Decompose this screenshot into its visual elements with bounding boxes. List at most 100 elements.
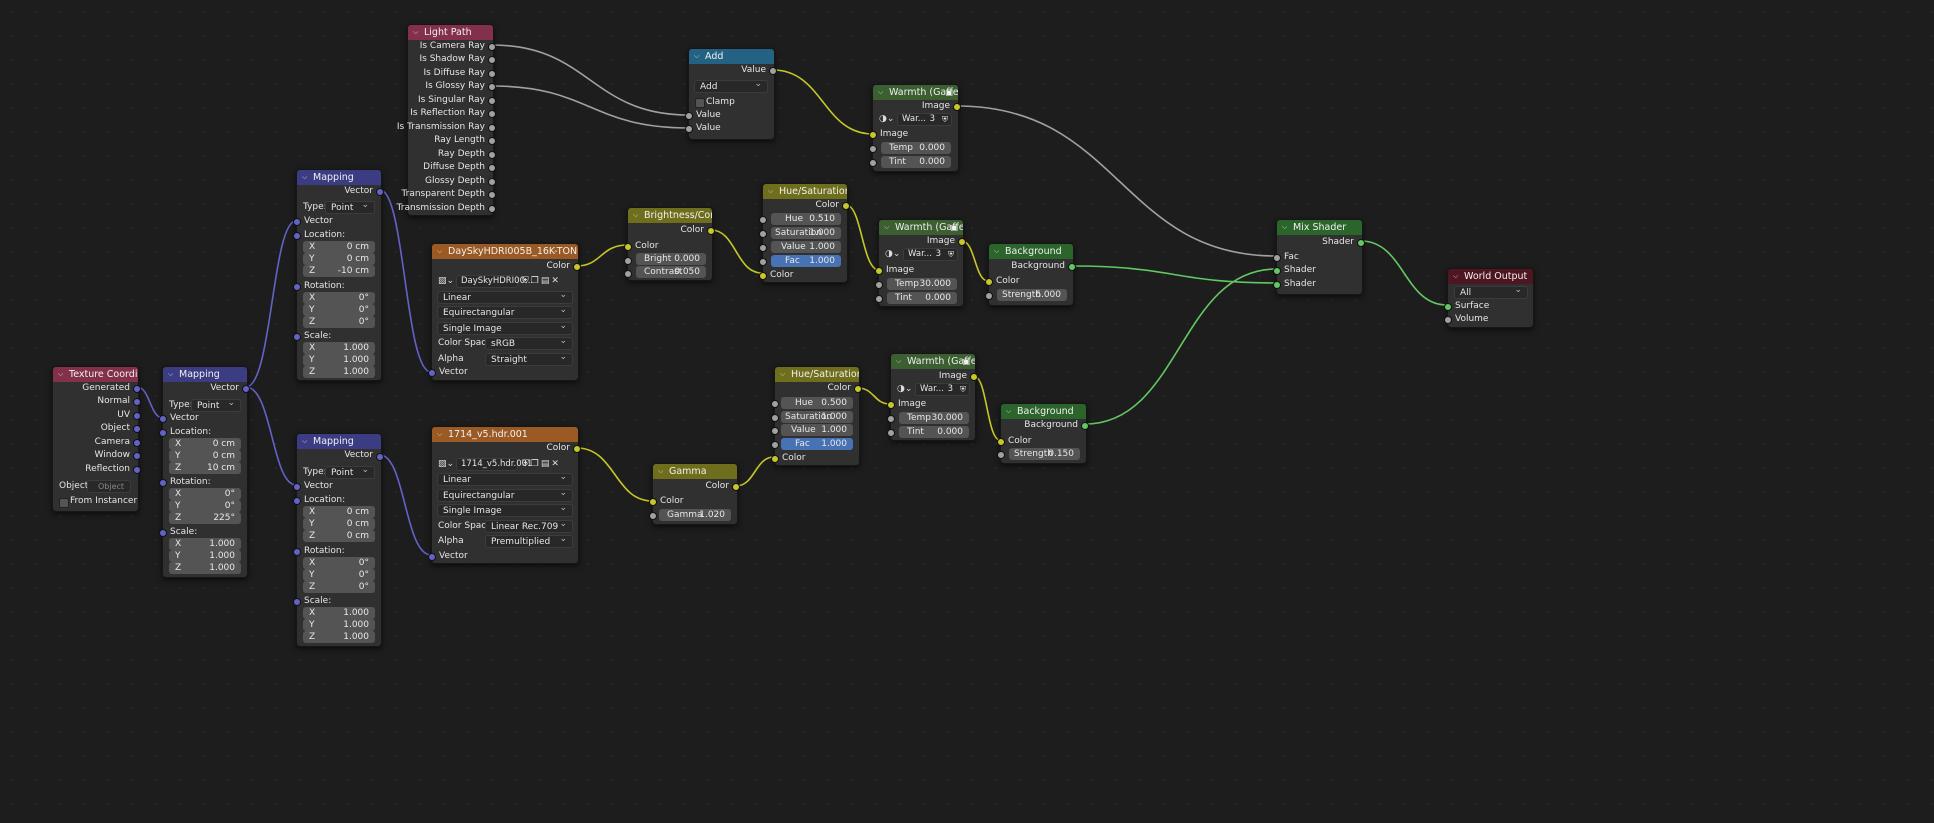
fake-user-icon[interactable]: ⛨ bbox=[948, 250, 954, 259]
socket[interactable] bbox=[685, 125, 693, 133]
socket[interactable] bbox=[133, 385, 141, 393]
mix-shader-node[interactable]: ⌵Mix Shader Shader Fac Shader Shader bbox=[1273, 219, 1365, 295]
socket[interactable] bbox=[293, 232, 301, 240]
socket[interactable] bbox=[1444, 303, 1452, 311]
collapse-icon[interactable]: ⌵ bbox=[302, 173, 308, 181]
socket[interactable] bbox=[133, 466, 141, 474]
node-header[interactable]: ⌵Mix Shader bbox=[1277, 220, 1362, 235]
environment-texture-node-1[interactable]: ⌵DaySkyHDRI005B_16K-TONEMAPP... Color ▧⌄… bbox=[428, 243, 581, 381]
node-header[interactable]: ⌵Mapping bbox=[163, 367, 247, 382]
socket[interactable] bbox=[869, 159, 877, 167]
from-instancer-checkbox[interactable] bbox=[59, 498, 69, 508]
node-header[interactable]: ⌵Mapping bbox=[297, 434, 381, 449]
image-datablock[interactable]: DaySkyHDRI00... bbox=[456, 275, 533, 288]
socket[interactable] bbox=[842, 202, 850, 210]
socket[interactable] bbox=[887, 429, 895, 437]
type-dropdown[interactable]: Point bbox=[191, 399, 241, 412]
socket[interactable] bbox=[624, 257, 632, 265]
socket[interactable] bbox=[771, 400, 779, 408]
socket[interactable] bbox=[1068, 263, 1076, 271]
source-dropdown[interactable]: Single Image bbox=[437, 504, 573, 517]
socket[interactable] bbox=[869, 145, 877, 153]
socket[interactable] bbox=[759, 216, 767, 224]
socket[interactable] bbox=[649, 512, 657, 520]
socket[interactable] bbox=[133, 398, 141, 406]
projection-dropdown[interactable]: Equirectangular bbox=[437, 489, 573, 502]
node-header[interactable]: ⌵Light Path bbox=[408, 25, 493, 40]
socket[interactable] bbox=[875, 281, 883, 289]
socket[interactable] bbox=[293, 333, 301, 341]
socket[interactable] bbox=[488, 43, 496, 51]
collapse-icon[interactable]: ⌵ bbox=[884, 223, 890, 231]
node-header[interactable]: ⌵Mapping bbox=[297, 170, 381, 185]
socket[interactable] bbox=[771, 427, 779, 435]
socket[interactable] bbox=[759, 230, 767, 238]
socket[interactable] bbox=[958, 238, 966, 246]
collapse-icon[interactable]: ⌵ bbox=[768, 187, 774, 195]
node-header[interactable]: ⌵World Output bbox=[1448, 269, 1533, 284]
brightness-contrast-node[interactable]: ⌵Brightness/Contrast Color Color Bright0… bbox=[624, 207, 715, 281]
collapse-icon[interactable]: ⌵ bbox=[1453, 272, 1459, 280]
interpolation-dropdown[interactable]: Linear bbox=[437, 473, 573, 486]
collapse-icon[interactable]: ⌵ bbox=[878, 88, 884, 96]
colorspace-dropdown[interactable]: sRGB bbox=[485, 337, 573, 350]
socket[interactable] bbox=[869, 131, 877, 139]
mapping-node-1[interactable]: ⌵Mapping Vector Type: Point Vector Locat… bbox=[159, 366, 250, 578]
image-browse-icon[interactable]: ▧⌄ bbox=[438, 459, 455, 469]
collapse-icon[interactable]: ⌵ bbox=[694, 52, 700, 60]
socket[interactable] bbox=[133, 439, 141, 447]
collapse-icon[interactable]: ⌵ bbox=[1282, 223, 1288, 231]
fake-user-icon[interactable]: ⛨ bbox=[960, 385, 966, 394]
socket[interactable] bbox=[997, 438, 1005, 446]
source-dropdown[interactable]: Single Image bbox=[437, 322, 573, 335]
clamp-checkbox[interactable] bbox=[695, 98, 705, 108]
socket[interactable] bbox=[1081, 422, 1089, 430]
socket[interactable] bbox=[573, 263, 581, 271]
type-dropdown[interactable]: Point bbox=[325, 466, 375, 479]
socket[interactable] bbox=[685, 112, 693, 120]
collapse-icon[interactable]: ⌵ bbox=[1006, 407, 1012, 415]
collapse-icon[interactable]: ⌵ bbox=[896, 357, 902, 365]
socket[interactable] bbox=[759, 244, 767, 252]
socket[interactable] bbox=[1273, 267, 1281, 275]
socket[interactable] bbox=[376, 188, 384, 196]
collapse-icon[interactable]: ⌵ bbox=[437, 430, 443, 438]
object-picker[interactable]: Object bbox=[87, 480, 131, 493]
colorspace-dropdown[interactable]: Linear Rec.709 bbox=[485, 520, 573, 533]
socket[interactable] bbox=[133, 412, 141, 420]
socket[interactable] bbox=[1273, 281, 1281, 289]
socket[interactable] bbox=[771, 441, 779, 449]
interpolation-dropdown[interactable]: Linear bbox=[437, 291, 573, 304]
socket[interactable] bbox=[875, 295, 883, 303]
socket[interactable] bbox=[887, 401, 895, 409]
socket[interactable] bbox=[293, 218, 301, 226]
socket[interactable] bbox=[649, 498, 657, 506]
node-header[interactable]: ⌵Background bbox=[989, 244, 1073, 259]
socket[interactable] bbox=[293, 598, 301, 606]
socket[interactable] bbox=[953, 103, 961, 111]
